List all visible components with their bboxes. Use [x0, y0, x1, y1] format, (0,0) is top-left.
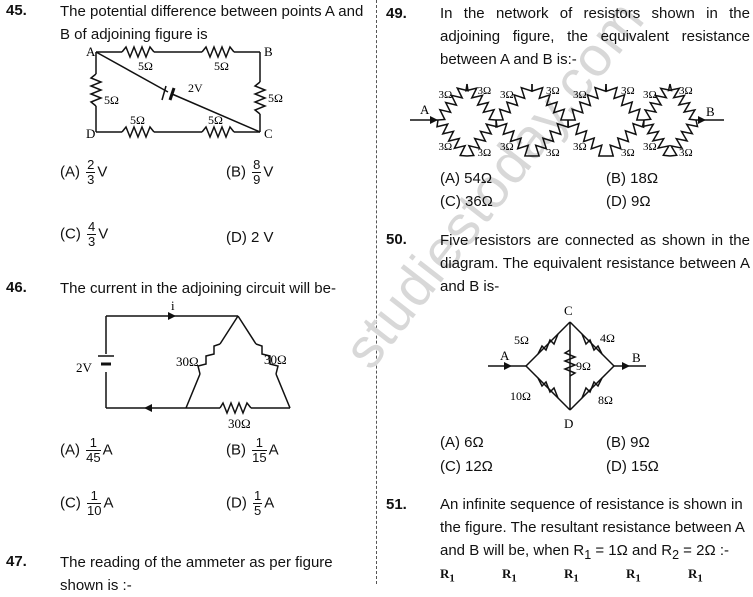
q46-battery-label: 2V: [76, 360, 93, 375]
q49-resistor-label: 3Ω: [573, 141, 587, 153]
q49-resistor-label: 3Ω: [478, 85, 492, 97]
q49-resistor-label: 3Ω: [500, 89, 514, 101]
q45-resistor-left-label: 5Ω: [104, 93, 119, 107]
q50-resistor-cb-label: 4Ω: [600, 331, 615, 345]
question-text-51: An infinite sequence of resistance is sh…: [440, 496, 745, 562]
q46-resistor-right-label: 30Ω: [264, 352, 287, 367]
q50-bridge-circuit-diagram: A B C D 5Ω 4Ω 9Ω 10Ω 8Ω: [488, 303, 646, 431]
q51-r1-label: R1: [502, 566, 517, 585]
q46-current-label: i: [171, 298, 175, 313]
question-number-50: 50.: [386, 231, 407, 248]
q51-r1-label: R1: [688, 566, 703, 585]
q45-resistor-bottom2-label: 5Ω: [208, 113, 223, 127]
q49-resistor-label: 3Ω: [573, 89, 587, 101]
q49-resistor: [641, 119, 671, 157]
q50-node-c: C: [564, 303, 573, 318]
question-text-45: The potential difference between points …: [60, 3, 364, 43]
q45-option-d[interactable]: (D) 2 V: [226, 229, 274, 246]
question-number-46: 46.: [6, 279, 27, 296]
question-number-47: 47.: [6, 553, 27, 570]
q49-resistor: [436, 119, 468, 157]
q49-resistor-label: 3Ω: [643, 89, 657, 101]
q49-resistor-label: 3Ω: [439, 141, 453, 153]
q49-option-a[interactable]: (A) 54Ω: [440, 170, 493, 187]
q49-resistor: [667, 83, 697, 121]
q45-resistor-diag-label: 5Ω: [138, 59, 153, 73]
q49-resistor: [567, 119, 606, 157]
q49-option-d[interactable]: (D) 9Ω: [606, 193, 651, 210]
q49-resistor: [606, 119, 645, 157]
q50-resistor-ad-label: 10Ω: [510, 389, 531, 403]
q45-resistor-right-label: 5Ω: [268, 91, 283, 105]
q50-resistor-ac-label: 5Ω: [514, 333, 529, 347]
q49-resistor: [669, 119, 699, 157]
q49-resistor: [643, 83, 673, 121]
q46-resistor-left-label: 30Ω: [176, 354, 199, 369]
q49-option-b[interactable]: (B) 18Ω: [606, 170, 659, 187]
q45-battery-label: 2V: [188, 81, 203, 95]
q49-resistor-network-diagram: A B 3Ω 3Ω 3Ω 3Ω 3Ω 3Ω 3Ω 3Ω 3Ω 3Ω 3Ω 3Ω 3Ω 3Ω 3Ω 3Ω: [410, 83, 724, 159]
question-text-49: In the network of resistors shown in the…: [440, 5, 750, 68]
q50-node-b: B: [632, 350, 641, 365]
q51-r1-label: R1: [440, 566, 455, 585]
q49-resistor-label: 3Ω: [679, 147, 693, 159]
question-number-51: 51.: [386, 496, 407, 513]
q50-option-b[interactable]: (B) 9Ω: [606, 434, 650, 451]
q50-resistor-db-label: 8Ω: [598, 393, 613, 407]
q51-r1-label: R1: [626, 566, 641, 585]
q45-node-d: D: [86, 126, 95, 141]
q45-node-b: B: [264, 44, 273, 59]
q49-resistor-label: 3Ω: [478, 147, 492, 159]
q49-option-c[interactable]: (C) 36Ω: [440, 193, 493, 210]
q46-circuit-diagram: i 2V 30Ω 30Ω 30Ω: [76, 298, 291, 431]
q50-option-a[interactable]: (A) 6Ω: [440, 434, 484, 451]
q50-option-d[interactable]: (D) 15Ω: [606, 458, 659, 475]
q50-node-a: A: [500, 348, 510, 363]
q46-resistor-bottom-label: 30Ω: [228, 416, 251, 431]
q49-resistor-label: 3Ω: [546, 85, 560, 97]
q45-resistor-top-label: 5Ω: [214, 59, 229, 73]
question-number-45: 45.: [6, 2, 27, 19]
q49-resistor-label: 3Ω: [679, 85, 693, 97]
question-text-50: Five resistors are connected as shown in…: [440, 232, 750, 295]
q50-resistor-cd-label: 9Ω: [576, 359, 591, 373]
q50-node-d: D: [564, 416, 573, 431]
q49-resistor-label: 3Ω: [439, 89, 453, 101]
q45-resistor-bottom1-label: 5Ω: [130, 113, 145, 127]
q49-resistor: [495, 119, 533, 157]
q49-resistor: [531, 119, 569, 157]
q50-option-c[interactable]: (C) 12Ω: [440, 458, 493, 475]
question-text-47: The reading of the ammeter as per figure…: [60, 554, 333, 594]
q45-circuit-diagram: A B D C 5Ω 5Ω 5Ω 5Ω 5Ω 5Ω 2V: [86, 44, 283, 141]
q49-resistor-label: 3Ω: [546, 147, 560, 159]
q49-resistor-label: 3Ω: [621, 147, 635, 159]
column-divider: [376, 0, 377, 584]
q51-r1-label: R1: [564, 566, 579, 585]
q49-resistor: [531, 83, 569, 121]
q49-resistor: [466, 119, 498, 157]
q49-resistor: [437, 83, 469, 121]
q49-resistor: [568, 83, 607, 121]
q49-resistor-label: 3Ω: [643, 141, 657, 153]
question-number-49: 49.: [386, 5, 407, 22]
q49-node-b: B: [706, 104, 715, 119]
q49-resistor: [495, 83, 533, 121]
q45-node-a: A: [86, 44, 96, 59]
question-text-46: The current in the adjoining circuit wil…: [60, 280, 336, 297]
q49-resistor-label: 3Ω: [500, 141, 514, 153]
q49-resistor: [605, 83, 644, 121]
q49-resistor-label: 3Ω: [621, 85, 635, 97]
q45-node-c: C: [264, 126, 273, 141]
q49-resistor: [465, 83, 497, 121]
q49-node-a: A: [420, 102, 430, 117]
